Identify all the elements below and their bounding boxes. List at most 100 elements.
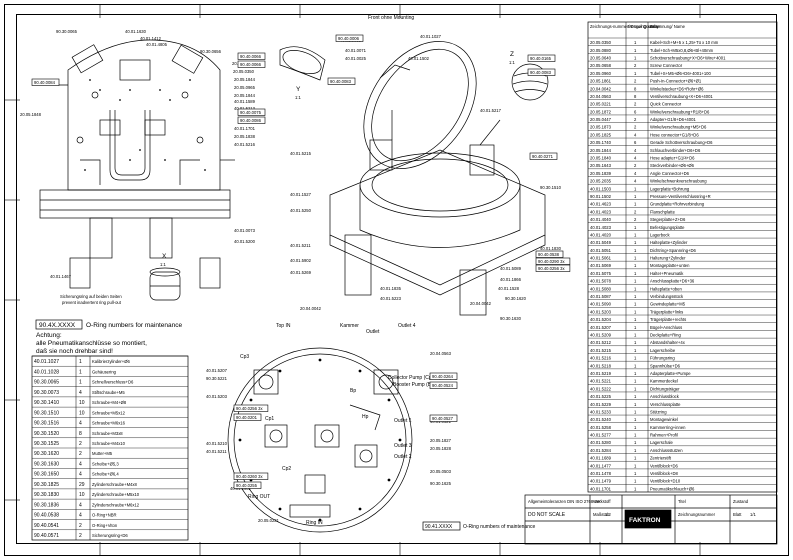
callout-part-number: 40.01.5216 [234, 142, 256, 147]
front-view-left [39, 39, 235, 289]
pump-port-label: Bp [350, 388, 356, 394]
left-table-row-name: Schraube+M3x8 [92, 431, 123, 436]
callout-part-number: 40.01.0025 [345, 56, 367, 61]
callout-part-number: 40.01.5217 [480, 108, 502, 113]
right-table-row-number: 40.01.5218 [590, 363, 612, 368]
right-table-row-number: 40.01.5229 [590, 402, 612, 407]
callout-part-number: 40.01.4805 [146, 42, 168, 47]
company-logo [624, 509, 672, 529]
right-table-row-name: Zentrierstift [650, 456, 672, 461]
oring-box-frame [233, 481, 262, 489]
oring-box-frame [233, 413, 262, 421]
oring-box-frame [327, 77, 356, 85]
right-table-row-quantity: 1 [634, 363, 637, 368]
right-table-row-quantity: 4 [634, 132, 637, 137]
right-table-row-quantity: 1 [634, 55, 637, 60]
right-table-row-name: Lagerscheibe [650, 348, 676, 353]
right-table-row-quantity: 1 [634, 317, 637, 322]
right-table-row-quantity: 1 [634, 40, 637, 45]
zone-ticks [4, 4, 701, 556]
callout-part-number: 40.01.1467 [50, 274, 72, 279]
right-table-row-quantity: 1 [634, 348, 637, 353]
right-table-row-number: 40.01.5069 [590, 263, 612, 268]
right-table-row-name: Montagewinkel [650, 417, 678, 422]
right-table-row-quantity: 1 [634, 356, 637, 361]
oring-box-frame [429, 381, 458, 389]
right-table-row-number: 20.05.0447 [590, 117, 612, 122]
iso-view [279, 41, 549, 316]
right-table-row-name: Verschlussplatte [650, 402, 681, 407]
right-table-row-name: Deckplatte+Ring [650, 333, 682, 338]
callout-part-number: 90.30.0065 [56, 29, 78, 34]
right-table-row-number: 20.04.0563 [590, 94, 612, 99]
right-table-row-name: Gewindeplatte+M5 [650, 302, 686, 307]
sheet-label: Blatt [733, 512, 742, 517]
safety-caption-1: Sicherungsring auf beiden Seiten [60, 294, 122, 299]
right-table-row-number: 40.01.5258 [590, 425, 612, 430]
top-center-note: Front ohne Mounting [368, 15, 414, 21]
right-table-row-number: 20.05.1839 [590, 171, 612, 176]
right-table-row-name: Ventilblock+D8 [650, 471, 678, 476]
callout-part-number: 40.01.1589 [234, 99, 256, 104]
left-table-row-quantity: 8 [79, 431, 82, 437]
right-table-row-name: Tubel+Sch+M5x0,8,Ø6+Bl+40mm [650, 48, 714, 53]
oring-box-number: 90.40.0271 [532, 154, 554, 159]
right-table-row-name: Anschlussstutzen [650, 448, 683, 453]
right-table-row-name: Ventilblock+D10 [650, 479, 681, 484]
right-table-row-quantity: 1 [634, 440, 637, 445]
view-x-detail [149, 267, 181, 301]
callout-part-number: 40.01.1830 [540, 246, 562, 251]
left-table-row-name: Zylinderschraube+M4x8 [92, 482, 137, 487]
left-table-row-quantity: 4 [79, 461, 82, 467]
oring-box-frame [237, 116, 266, 124]
right-table-row-number: 40.01.1479 [590, 479, 612, 484]
right-table-row-name: Flanschplatte [650, 209, 676, 214]
right-table-row-quantity: 1 [634, 386, 637, 391]
left-table-row-name: O-Ring+NBR [92, 513, 117, 518]
right-table-row-number: 20.05.1873 [590, 125, 612, 130]
right-table-row-number: 40.01.1478 [590, 471, 612, 476]
right-table-row-quantity: 4 [634, 156, 637, 161]
right-table-row-quantity: 1 [634, 294, 637, 299]
callout-part-number: 40.01.5211 [206, 449, 227, 454]
callout-part-number: 40.01.1027 [420, 34, 442, 39]
left-table-row-quantity: 4 [79, 421, 82, 427]
right-table-row-number: 20.05.0880 [590, 48, 612, 53]
right-table-row-name: Anschlussplatte+D6+36 [650, 279, 695, 284]
right-table-row-name: Push-In-Connector+Ø6+Ø1 [650, 79, 702, 84]
right-table-row-quantity: 2 [634, 117, 637, 122]
oring-box-frame [335, 34, 364, 42]
right-table-row-quantity: 2 [634, 125, 637, 130]
right-table-row-number: 20.05.0960 [590, 71, 612, 76]
oring-box-number: 90.40.0066 [240, 54, 262, 59]
title-block [524, 494, 778, 545]
right-table-row-name: Kammerring+innen [650, 425, 686, 430]
right-table-row-number: 40.01.4040 [590, 217, 612, 222]
oring-box-frame [233, 472, 269, 480]
callout-part-number: 20.04.0563 [430, 351, 452, 356]
tolerance-note: Allgemeintoleranzen DIN ISO 2768-mK [528, 499, 601, 504]
oring-box-number: 90.40.0256 3x [538, 266, 565, 271]
right-table-row-number: 20.05.0221 [590, 102, 612, 107]
right-table-row-number: 40.01.5203 [590, 309, 612, 314]
callout-part-number: 40.01.5269 [290, 270, 312, 275]
left-table-row-quantity: 29 [79, 482, 85, 488]
right-table-row-name: Schottverschraubung+X+D6+Wire+4001 [650, 55, 726, 60]
pump-port-label: Outlet 4 [398, 323, 416, 329]
right-table-row-number: 40.01.4020 [590, 232, 612, 237]
callout-part-number: 40.01.5250 [290, 208, 312, 213]
right-table-row-number: 20.05.0350 [590, 40, 612, 45]
safety-caption-2: prevent inadvertent ring pull-out [62, 300, 122, 305]
left-table-row-number: 90.30.1620 [34, 451, 59, 457]
left-table-row-number: 40.01.1028 [34, 369, 59, 375]
left-table-row-quantity: 2 [79, 533, 82, 539]
right-table-row-number: 20.05.1872 [590, 109, 612, 114]
right-table-row-quantity: 2 [634, 163, 637, 168]
note-german-2: alle Pneumatikanschlüsse so montiert, [36, 340, 147, 347]
left-table-row-name: Scheibe+Ø6,4 [92, 472, 119, 477]
right-table-row-quantity: 1 [634, 486, 637, 491]
callout-part-number: 40.01.5089 [500, 266, 522, 271]
right-table-row-quantity: 1 [634, 232, 637, 237]
callout-part-number: 20.05.0231 [258, 518, 280, 523]
